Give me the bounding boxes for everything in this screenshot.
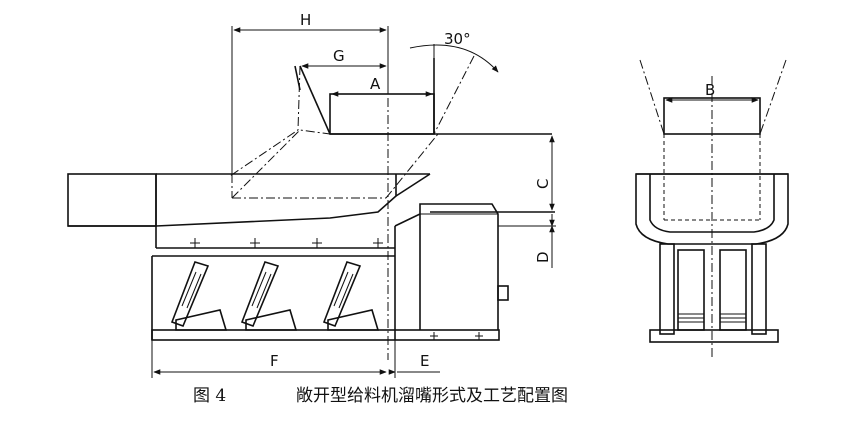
spring-supports [170, 261, 380, 331]
angle-label: 30° [444, 30, 471, 48]
dimension-b-label: B [705, 81, 715, 99]
base-rail [151, 329, 500, 341]
figure-title: 敞开型给料机溜嘴形式及工艺配置图 [296, 386, 568, 406]
dimension-f-label: F [270, 352, 279, 370]
vibrator-housing [394, 203, 555, 340]
dimension-e-label: E [420, 352, 429, 370]
dimension-h-label: H [300, 11, 311, 29]
angle-arc [409, 44, 499, 73]
figure-number: 图 4 [193, 386, 227, 406]
dimension-a-label: A [370, 75, 381, 93]
dimension-c-label: C [534, 179, 552, 189]
end-leg-left [659, 243, 675, 335]
feeder-trough-end [67, 173, 157, 227]
end-springs [678, 313, 746, 323]
chute-outlet [329, 93, 435, 135]
end-leg-right [751, 243, 767, 335]
dimension-d-label: D [534, 251, 552, 263]
dimension-g-label: G [333, 47, 345, 65]
chute [229, 55, 552, 360]
end-base [649, 329, 779, 343]
side-view: H G A 30° C D F E [67, 11, 556, 378]
motor-knob [497, 285, 509, 301]
trough-liner [155, 174, 397, 227]
bolt-marks [190, 238, 383, 248]
end-view: B [635, 59, 789, 360]
